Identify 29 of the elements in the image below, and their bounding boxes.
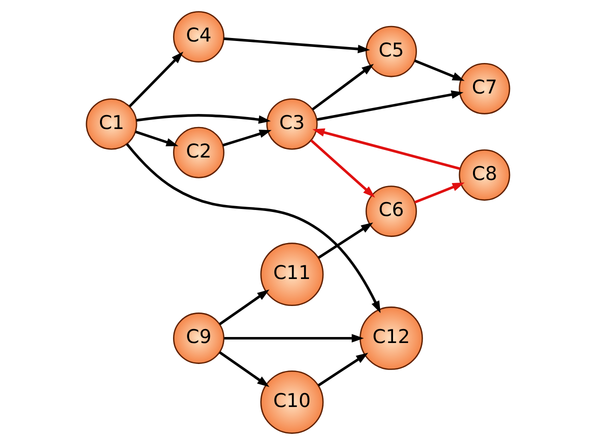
node-circle: C5	[365, 26, 416, 78]
node-circle: C12	[359, 306, 422, 370]
arrow	[224, 334, 364, 342]
node-circle: C8	[458, 149, 510, 201]
arrow	[414, 182, 464, 204]
node-circle: C6	[365, 186, 416, 237]
arrow	[136, 114, 270, 124]
arrow	[134, 130, 178, 146]
node-circle: C9	[172, 312, 224, 364]
arrow	[222, 130, 272, 147]
arrow	[218, 290, 269, 326]
arrow	[312, 128, 460, 170]
arrow	[125, 143, 380, 314]
arrow	[223, 37, 370, 54]
node-circle: C10	[260, 370, 324, 434]
node-circle: C4	[172, 11, 224, 63]
arrow	[218, 351, 269, 387]
arrow	[414, 59, 464, 81]
arrow	[310, 140, 375, 198]
arrow	[128, 52, 183, 108]
node-circle: C11	[260, 242, 324, 306]
arrow	[316, 90, 464, 121]
node-circle: C2	[172, 126, 224, 178]
node-circle: C3	[266, 98, 318, 150]
node-circle: C7	[458, 62, 510, 114]
arrow	[317, 352, 368, 386]
node-circle: C1	[85, 98, 137, 150]
arrow	[317, 222, 373, 259]
arrow	[311, 64, 374, 110]
